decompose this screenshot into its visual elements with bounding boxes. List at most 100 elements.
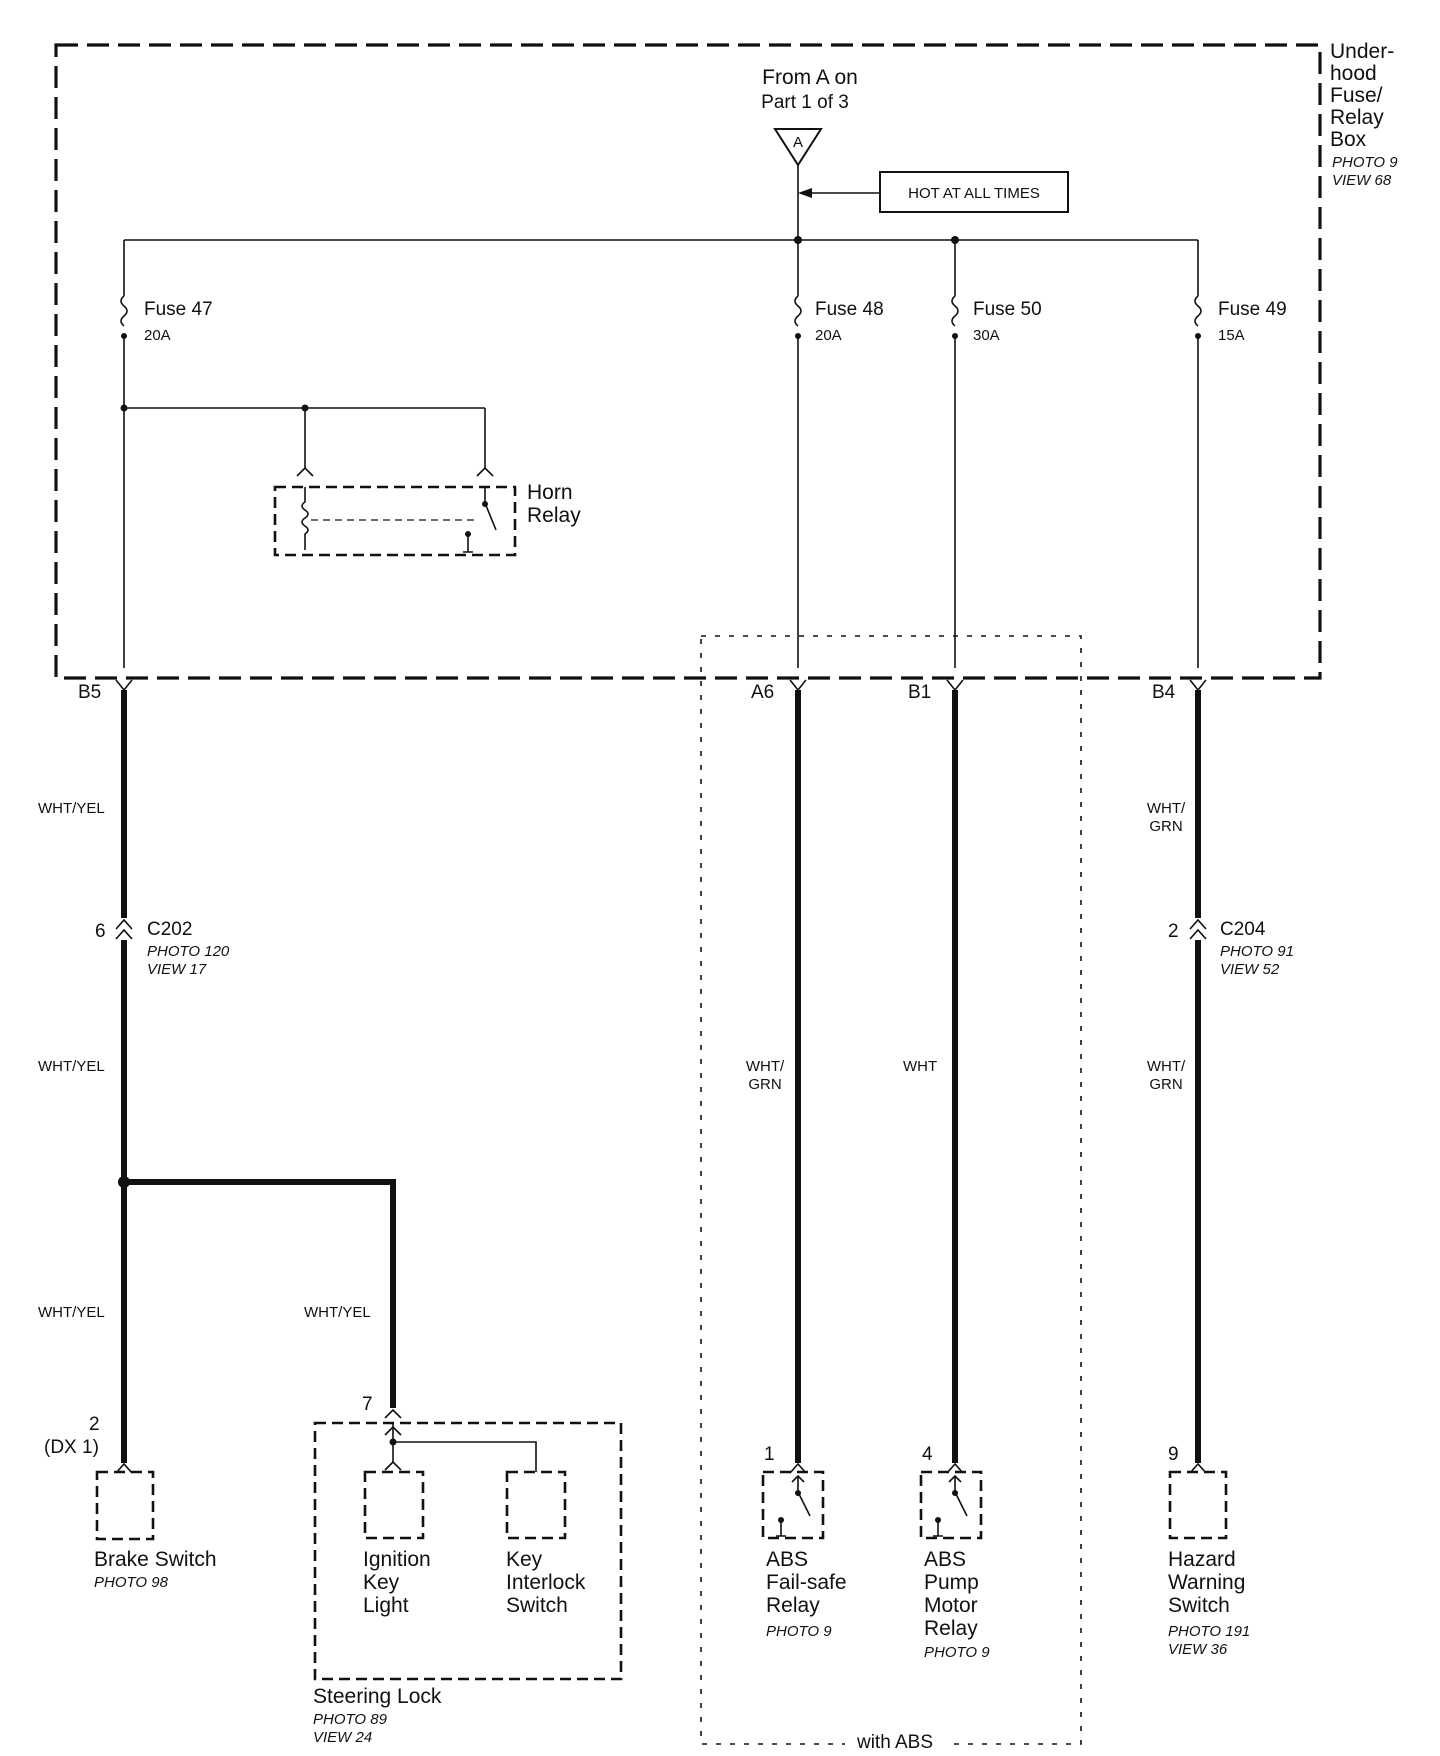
abs-pump-inner-terminal bbox=[948, 1474, 962, 1483]
horn-relay-contact-dot-b bbox=[465, 531, 471, 537]
fusebox-photo: PHOTO 9 bbox=[1332, 154, 1398, 171]
brake-switch-pin: 2 bbox=[89, 1414, 100, 1435]
steering-lock-photo: PHOTO 89 bbox=[313, 1711, 388, 1728]
abs-failsafe-relay-box bbox=[761, 1470, 825, 1540]
interlock-label-1: Key bbox=[506, 1548, 543, 1571]
abs-failsafe-contact-b bbox=[778, 1517, 784, 1523]
abs-pump-relay-box bbox=[919, 1470, 983, 1540]
wire-c204-color-2: GRN bbox=[1149, 1076, 1182, 1093]
abs-failsafe-contact-a bbox=[795, 1490, 801, 1496]
terminal-b5: B5 bbox=[78, 682, 101, 703]
fusebox-title-3: Fuse/ bbox=[1330, 84, 1383, 107]
fuse-50-rating: 30A bbox=[973, 327, 1000, 344]
wire-c202-color: WHT/YEL bbox=[38, 1058, 105, 1075]
key-interlock-switch-box bbox=[505, 1470, 567, 1540]
abs-pump-label-1: ABS bbox=[924, 1548, 966, 1571]
wire-b1-color: WHT bbox=[903, 1058, 937, 1075]
hot-pointer-arrow-icon bbox=[798, 188, 812, 198]
connector-a-label: A bbox=[793, 134, 803, 151]
horn-relay-box bbox=[273, 485, 517, 557]
abs-pump-switch-icon bbox=[933, 1476, 968, 1537]
with-abs-label: with ABS bbox=[856, 1732, 933, 1753]
fusebox-frame bbox=[54, 43, 1322, 680]
hazard-view: VIEW 36 bbox=[1168, 1641, 1228, 1658]
c204-view: VIEW 52 bbox=[1220, 961, 1280, 978]
abs-failsafe-label-2: Fail-safe bbox=[766, 1571, 847, 1594]
interlock-label-3: Switch bbox=[506, 1594, 568, 1617]
steering-lock-terminal bbox=[384, 1408, 402, 1419]
abs-failsafe-label-3: Relay bbox=[766, 1594, 820, 1617]
terminal-b1: B1 bbox=[908, 682, 931, 703]
wire-b4-color-2: GRN bbox=[1149, 818, 1182, 835]
abs-pump-contact-b bbox=[935, 1517, 941, 1523]
steering-lock-name: Steering Lock bbox=[313, 1685, 442, 1708]
abs-failsafe-inner-terminal bbox=[791, 1474, 805, 1483]
fuse-48-icon bbox=[794, 295, 802, 327]
wire-c204-color-1: WHT/ bbox=[1147, 1058, 1186, 1075]
c202-photo: PHOTO 120 bbox=[147, 943, 230, 960]
hazard-pin: 9 bbox=[1168, 1444, 1179, 1465]
wire-a6-color-1: WHT/ bbox=[746, 1058, 785, 1075]
fusebox-title-5: Box bbox=[1330, 128, 1367, 151]
fuse-50-name: Fuse 50 bbox=[973, 299, 1042, 320]
ignition-key-light-box bbox=[363, 1470, 425, 1540]
terminal-forks bbox=[115, 679, 1207, 692]
steering-lock-pin: 7 bbox=[362, 1394, 373, 1415]
horn-relay-coil-icon bbox=[301, 487, 309, 550]
wire-steering-color: WHT/YEL bbox=[304, 1304, 371, 1321]
fuse-49-name: Fuse 49 bbox=[1218, 299, 1287, 320]
wire-to-steering-lock bbox=[124, 1179, 396, 1408]
brake-switch-photo: PHOTO 98 bbox=[94, 1574, 169, 1591]
fuse-48-name: Fuse 48 bbox=[815, 299, 884, 320]
wire-b4-color-1: WHT/ bbox=[1147, 800, 1186, 817]
hazard-label-3: Switch bbox=[1168, 1594, 1230, 1617]
brake-switch-name: Brake Switch bbox=[94, 1548, 217, 1571]
fuse-49-rating: 15A bbox=[1218, 327, 1245, 344]
fusebox-title-2: hood bbox=[1330, 62, 1377, 85]
abs-failsafe-switch-icon bbox=[776, 1476, 811, 1537]
abs-pump-contact-a bbox=[952, 1490, 958, 1496]
terminal-b4: B4 bbox=[1152, 682, 1176, 703]
c204-connector-icon bbox=[1189, 918, 1207, 940]
horn-relay-label-1: Horn bbox=[527, 481, 573, 504]
steering-lock-box bbox=[313, 1421, 623, 1681]
source-line-2: Part 1 of 3 bbox=[761, 92, 849, 113]
fuse-47-rating: 20A bbox=[144, 327, 171, 344]
fuse-48-rating: 20A bbox=[815, 327, 842, 344]
abs-failsafe-photo: PHOTO 9 bbox=[766, 1623, 832, 1640]
abs-pump-label-4: Relay bbox=[924, 1617, 978, 1640]
horn-relay-label-2: Relay bbox=[527, 504, 581, 527]
abs-failsafe-label-1: ABS bbox=[766, 1548, 808, 1571]
abs-pump-label-2: Pump bbox=[924, 1571, 979, 1594]
connector-a-triangle-icon bbox=[773, 128, 823, 167]
horn-relay-contact-dot-a bbox=[482, 501, 488, 507]
horn-relay-terminals bbox=[296, 466, 494, 477]
steering-lock-inner-terminal bbox=[384, 1425, 402, 1436]
fusebox-view: VIEW 68 bbox=[1332, 172, 1392, 189]
abs-pump-pin: 4 bbox=[922, 1444, 933, 1465]
hazard-label-2: Warning bbox=[1168, 1571, 1245, 1594]
steering-lock-view: VIEW 24 bbox=[313, 1729, 372, 1746]
fuse-49-icon bbox=[1194, 295, 1202, 327]
hazard-photo: PHOTO 191 bbox=[1168, 1623, 1250, 1640]
brake-switch-pin-alt: (DX 1) bbox=[44, 1437, 99, 1458]
hazard-switch-box bbox=[1168, 1470, 1228, 1540]
abs-failsafe-terminal bbox=[789, 1462, 807, 1474]
c202-pin: 6 bbox=[95, 921, 106, 942]
c202-name: C202 bbox=[147, 919, 192, 940]
abs-pump-photo: PHOTO 9 bbox=[924, 1644, 990, 1661]
c204-name: C204 bbox=[1220, 919, 1266, 940]
interlock-feed bbox=[393, 1441, 537, 1472]
brake-switch-terminal bbox=[115, 1462, 133, 1474]
fuse-50-icon bbox=[951, 295, 959, 327]
wire-b5-color-1: WHT/YEL bbox=[38, 800, 105, 817]
fuse-47-icon bbox=[120, 295, 128, 327]
wire-a6-color-2: GRN bbox=[748, 1076, 781, 1093]
source-line-1: From A on bbox=[762, 66, 858, 89]
wire-brake-color: WHT/YEL bbox=[38, 1304, 105, 1321]
interlock-label-2: Interlock bbox=[506, 1571, 586, 1594]
c204-pin: 2 bbox=[1168, 921, 1179, 942]
ignition-label-2: Key bbox=[363, 1571, 400, 1594]
hot-at-all-times-box bbox=[879, 171, 1069, 213]
